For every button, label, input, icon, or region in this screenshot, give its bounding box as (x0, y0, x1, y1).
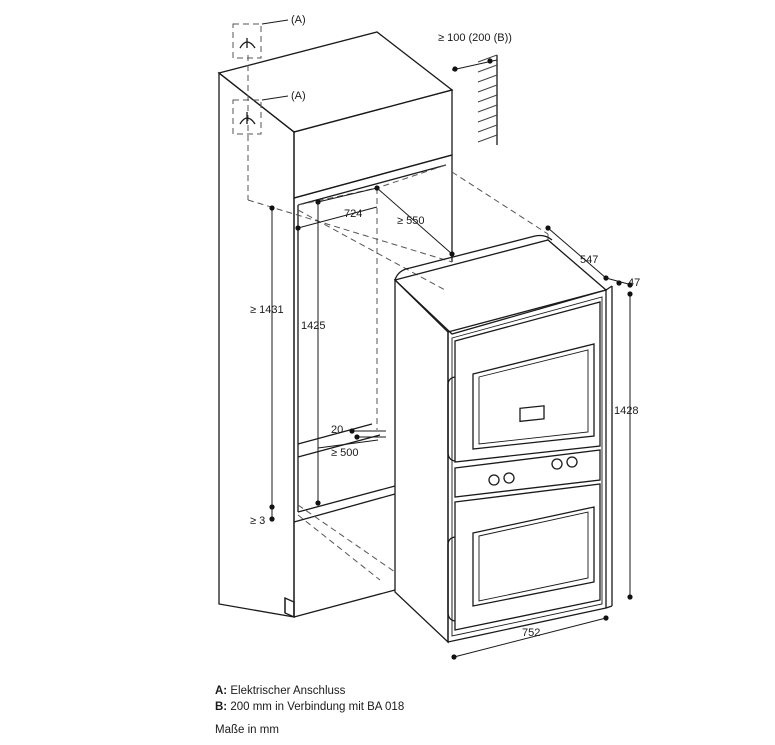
appliance-width-label: 752 (522, 627, 540, 639)
niche-depth-label: ≥ 550 (397, 215, 424, 227)
vent-depth-dimension: ≥ 500 (317, 439, 379, 459)
vent-depth-label: ≥ 500 (331, 447, 358, 459)
vent-gap-dimension: 20 (331, 424, 386, 440)
marker-a-upper-label: (A) (291, 14, 306, 26)
front-depth-label: 47 (628, 277, 640, 289)
legend-text-b: 200 mm in Verbindung mit BA 018 (230, 701, 405, 713)
legend-item-a: A: Elektrischer Anschluss (215, 683, 404, 699)
clearance-top-dimension: ≥ 100 (200 (B)) (438, 32, 512, 72)
bottom-gap-dimension: ≥ 3 (250, 507, 275, 527)
units-note: Maße in mm (215, 724, 279, 736)
clearance-top-label: ≥ 100 (200 (B)) (438, 32, 512, 44)
marker-a-lower-label: (A) (291, 90, 306, 102)
electrical-connection-marker-lower (232, 99, 262, 135)
appliance-height-label: 1428 (614, 405, 638, 417)
electrical-connection-marker-upper (232, 23, 262, 59)
bottom-gap-label: ≥ 3 (250, 515, 265, 527)
niche-height-min-dimension: ≥ 1431 (250, 205, 284, 510)
appliance-depth-dimension: 547 (545, 225, 609, 281)
appliance-width-dimension: 752 (451, 615, 609, 660)
appliance-depth-label: 547 (580, 254, 598, 266)
niche-height-min-label: ≥ 1431 (250, 304, 284, 316)
legend-key-b: B: (215, 701, 228, 713)
front-depth-dimension: 47 (605, 277, 640, 289)
niche-depth-dimension: ≥ 550 (376, 187, 455, 257)
niche-height-label: 1425 (301, 320, 325, 332)
cabinet (217, 31, 454, 619)
double-oven (393, 234, 613, 644)
vent-gap-label: 20 (331, 424, 343, 436)
legend-key-a: A: (215, 685, 228, 697)
rear-wall-hatch (477, 54, 498, 145)
niche-width-dimension: 724 (295, 185, 380, 231)
legend-text-a: Elektrischer Anschluss (230, 685, 346, 697)
niche-height-dimension: 1425 (301, 202, 325, 506)
legend-item-b: B: 200 mm in Verbindung mit BA 018 (215, 699, 404, 715)
projection-lines (247, 55, 549, 581)
appliance-height-dimension: 1428 (614, 291, 638, 600)
niche-width-label: 724 (344, 208, 362, 220)
legend: A: Elektrischer Anschluss B: 200 mm in V… (215, 683, 404, 715)
